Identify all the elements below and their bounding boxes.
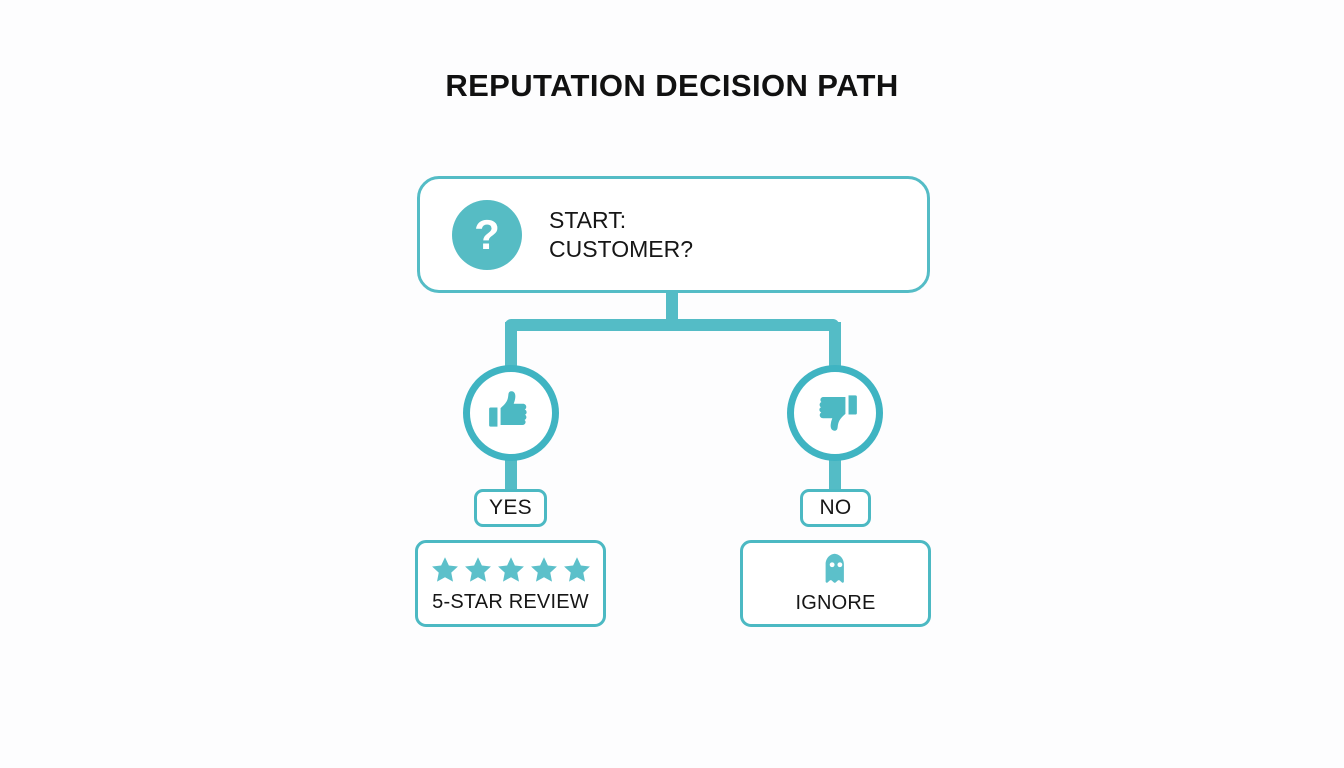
- star-icon: [429, 554, 461, 586]
- outcome-card-review[interactable]: 5-STAR REVIEW: [415, 540, 606, 627]
- star-icon: [528, 554, 560, 586]
- thumbs-up-icon: [486, 386, 536, 441]
- question-mark-icon: ?: [452, 199, 522, 270]
- start-node-label: START: CUSTOMER?: [549, 206, 693, 262]
- start-node[interactable]: ? START: CUSTOMER?: [417, 176, 930, 293]
- connector-drop-yes: [505, 322, 517, 368]
- outcome-card-ignore[interactable]: IGNORE: [740, 540, 931, 627]
- connector-drop-no: [829, 322, 841, 368]
- decision-label-no[interactable]: NO: [800, 489, 871, 527]
- connector-start-stem: [666, 291, 678, 322]
- connector-no-to-label: [829, 455, 841, 497]
- branch-yes-node[interactable]: [463, 365, 559, 461]
- decision-label-yes[interactable]: YES: [474, 489, 547, 527]
- star-icon: [561, 554, 593, 586]
- thumbs-down-icon: [810, 386, 860, 441]
- connector-yes-to-label: [505, 455, 517, 497]
- branch-no-node[interactable]: [787, 365, 883, 461]
- start-node-line1: START:: [549, 207, 627, 234]
- star-icon: [495, 554, 527, 586]
- start-node-line2: CUSTOMER?: [549, 235, 693, 262]
- star-icon: [462, 554, 494, 586]
- page-title: REPUTATION DECISION PATH: [445, 68, 899, 103]
- outcome-label-review: 5-STAR REVIEW: [432, 590, 589, 613]
- connector-branch-bus: [505, 319, 839, 331]
- five-stars-icon: [429, 554, 593, 586]
- outcome-label-ignore: IGNORE: [795, 592, 876, 614]
- ghost-icon: [819, 552, 853, 588]
